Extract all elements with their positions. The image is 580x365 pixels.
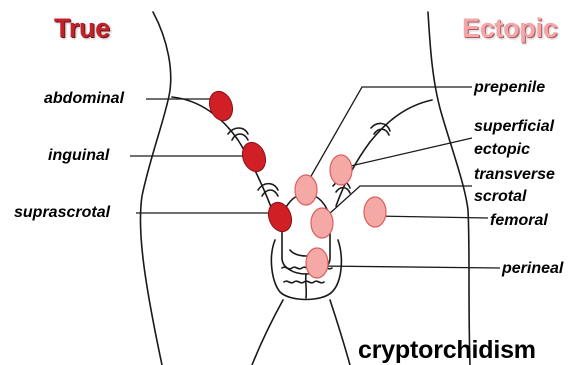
label-prepenile: prepenile bbox=[474, 78, 545, 97]
label-superficial: superficial bbox=[474, 117, 554, 136]
marker-suprascrotal bbox=[265, 199, 296, 235]
marker-inguinal bbox=[239, 139, 270, 175]
marker-superficial-ectopic bbox=[330, 155, 352, 185]
left-hip-outline bbox=[140, 12, 170, 365]
label-transverse: transverse bbox=[474, 165, 555, 184]
marker-prepenile bbox=[295, 175, 317, 205]
heading-true: True bbox=[54, 12, 110, 44]
marker-transverse-scrotal bbox=[311, 208, 333, 238]
left-inner-thigh-line bbox=[252, 300, 283, 365]
label-inguinal: inguinal bbox=[48, 146, 109, 165]
right-hip-outline bbox=[428, 12, 470, 365]
label-superficial-ectopic: ectopic bbox=[474, 140, 530, 159]
label-abdominal: abdominal bbox=[44, 89, 124, 108]
marker-femoral bbox=[364, 197, 386, 227]
leader-prepenile bbox=[302, 87, 472, 192]
right-inner-thigh-line bbox=[330, 300, 350, 365]
leader-femoral bbox=[376, 216, 488, 218]
label-transverse-scrotal: scrotal bbox=[474, 187, 526, 206]
left-external-ring bbox=[258, 184, 278, 196]
label-femoral: femoral bbox=[490, 211, 548, 230]
heading-ectopic: Ectopic bbox=[462, 12, 557, 44]
marker-abdominal bbox=[206, 88, 237, 124]
right-inguinal-ring bbox=[371, 123, 390, 135]
scrotal-raphe bbox=[306, 274, 307, 298]
diagram-caption: cryptorchidism bbox=[358, 335, 536, 365]
label-perineal: perineal bbox=[502, 259, 563, 278]
leader-perineal bbox=[318, 266, 500, 268]
label-suprascrotal: suprascrotal bbox=[14, 203, 110, 222]
marker-perineal bbox=[306, 248, 328, 278]
right-groin-crease bbox=[336, 100, 432, 206]
